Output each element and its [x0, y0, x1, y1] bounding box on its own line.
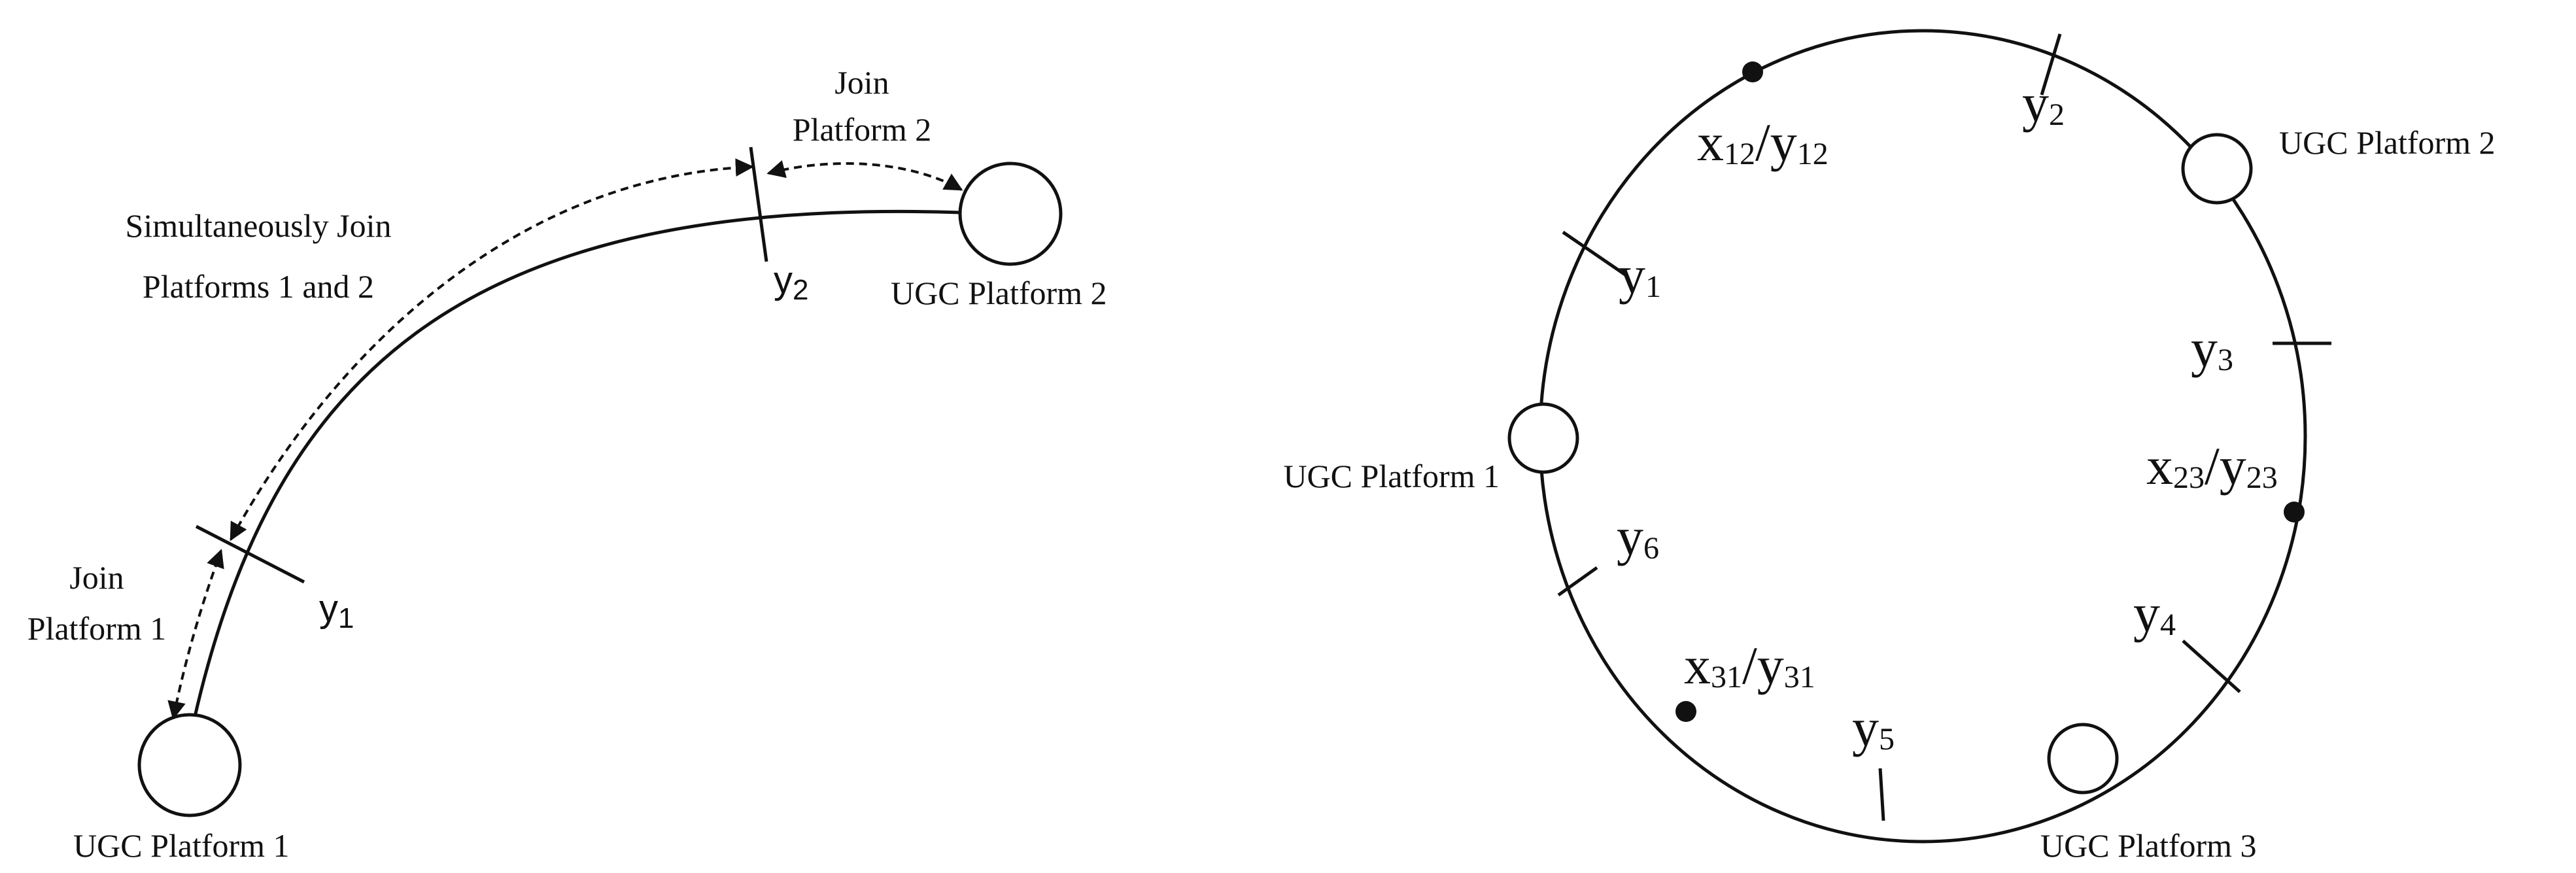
y6-label: y6	[1617, 507, 1659, 566]
y1-label: y1	[1619, 245, 1661, 305]
x23-y23-label: x23/y23	[2146, 436, 2278, 496]
y5-tick	[1878, 768, 1885, 821]
join-platform-2-label-line1: Join	[834, 64, 889, 101]
ugc-platform-3-label: UGC Platform 3	[2040, 827, 2257, 864]
join-platform-1-arrow	[167, 549, 224, 720]
y2-tick	[749, 146, 768, 262]
x23-y23-point	[2284, 502, 2305, 522]
simultaneous-join-label-line2: Platforms 1 and 2	[143, 268, 374, 305]
y1-label: y1	[319, 587, 354, 634]
join-platform-1-label-line2: Platform 1	[27, 610, 166, 647]
join-platform-1-label-line1: Join	[69, 559, 124, 596]
left-diagram: UGC Platform 1 UGC Platform 2 Join Platf…	[27, 64, 1107, 864]
y5-label: y5	[1852, 698, 1895, 757]
x12-y12-label: x12/y12	[1697, 112, 1829, 172]
ugc-platform-3-node	[2047, 723, 2119, 795]
y1-tick	[1562, 230, 1626, 277]
ugc-platform-1-node	[1507, 402, 1579, 474]
ugc-platform-1-label: UGC Platform 1	[73, 827, 290, 864]
x31-y31-label: x31/y31	[1684, 636, 1815, 695]
right-diagram: UGC Platform 1 UGC Platform 2 UGC Platfo…	[1283, 29, 2496, 864]
ugc-platform-1-node	[137, 713, 242, 817]
y4-label: y4	[2133, 583, 2176, 643]
ugc-platform-2-node	[2181, 133, 2253, 205]
x12-y12-point	[1742, 61, 1763, 82]
y4-tick	[2182, 640, 2241, 693]
simultaneous-join-label-line1: Simultaneously Join	[126, 207, 392, 244]
x31-y31-point	[1675, 701, 1696, 722]
y6-tick	[1557, 566, 1598, 597]
ugc-platform-2-label: UGC Platform 2	[891, 275, 1107, 311]
join-platform-2-arrow	[766, 160, 963, 191]
y1-tick	[195, 524, 305, 584]
y2-tick	[2040, 33, 2062, 95]
ugc-platform-2-label: UGC Platform 2	[2279, 124, 2496, 161]
y2-label: y2	[2022, 73, 2065, 133]
y3-label: y3	[2191, 318, 2233, 378]
y2-label: y2	[774, 259, 808, 306]
ugc-platform-1-label: UGC Platform 1	[1283, 458, 1500, 494]
ugc-platform-2-node	[958, 162, 1063, 266]
join-platform-2-label-line2: Platform 2	[793, 111, 931, 148]
